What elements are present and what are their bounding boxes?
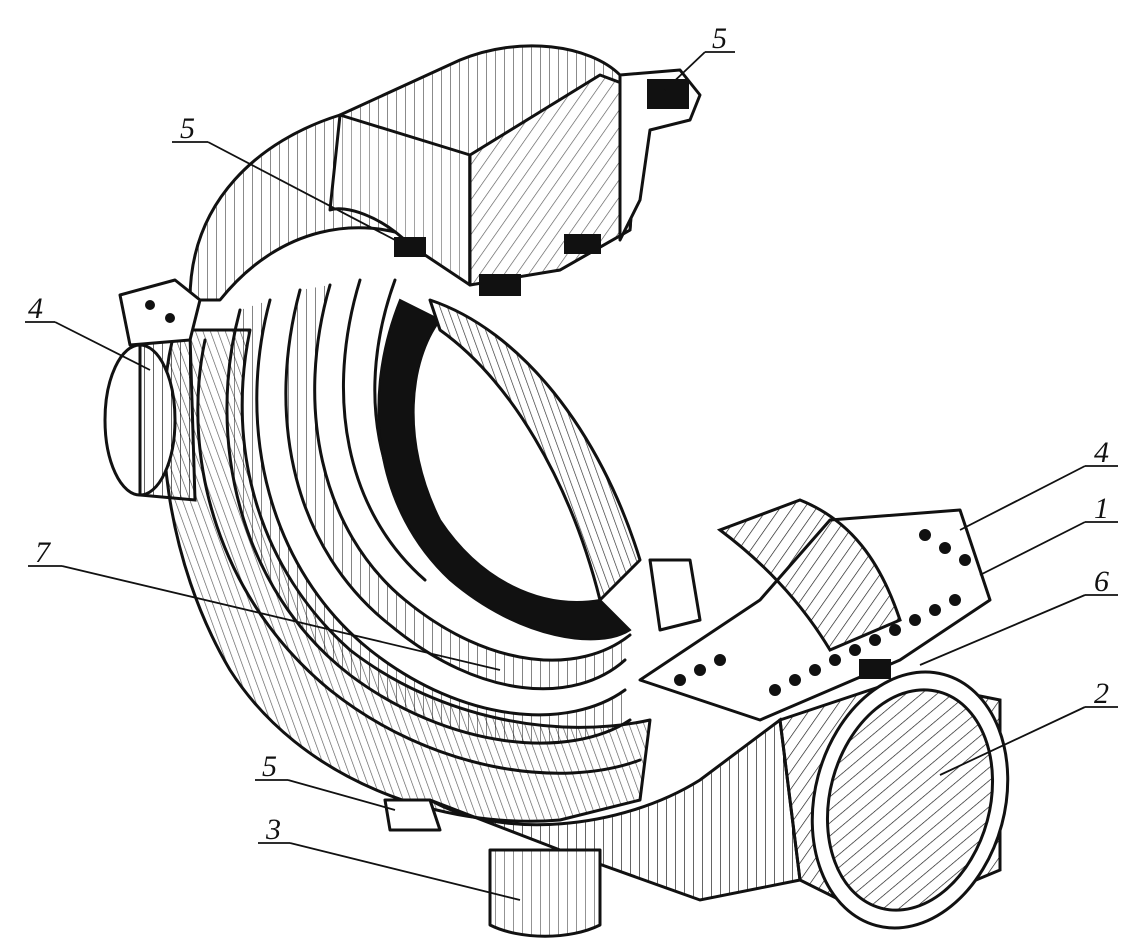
callout-4-left: 4 — [28, 292, 43, 325]
callout-7: 7 — [35, 536, 52, 569]
bore-interior — [377, 298, 632, 641]
lower-casing-body — [383, 717, 802, 938]
callout-leaders — [25, 51, 1118, 901]
upper-casing-body — [188, 44, 702, 302]
key-blocks — [394, 234, 891, 679]
exhaust-pipe — [778, 670, 1010, 930]
right-ring-section — [428, 298, 642, 602]
horizontal-joint-flange — [638, 498, 992, 722]
flange-bolt-holes — [674, 529, 971, 696]
callout-5-top: 5 — [712, 22, 727, 55]
callout-3: 3 — [265, 813, 281, 846]
callout-4-right: 4 — [1094, 436, 1109, 469]
callout-1: 1 — [1094, 492, 1109, 525]
callout-5-upper-left: 5 — [180, 112, 195, 145]
callout-2: 2 — [1094, 677, 1109, 710]
callout-6: 6 — [1094, 565, 1109, 598]
callout-5-bottom: 5 — [262, 750, 277, 783]
callout-labels: 5 5 4 4 1 6 7 2 5 3 — [28, 22, 1109, 846]
left-steam-pipe — [103, 278, 202, 502]
